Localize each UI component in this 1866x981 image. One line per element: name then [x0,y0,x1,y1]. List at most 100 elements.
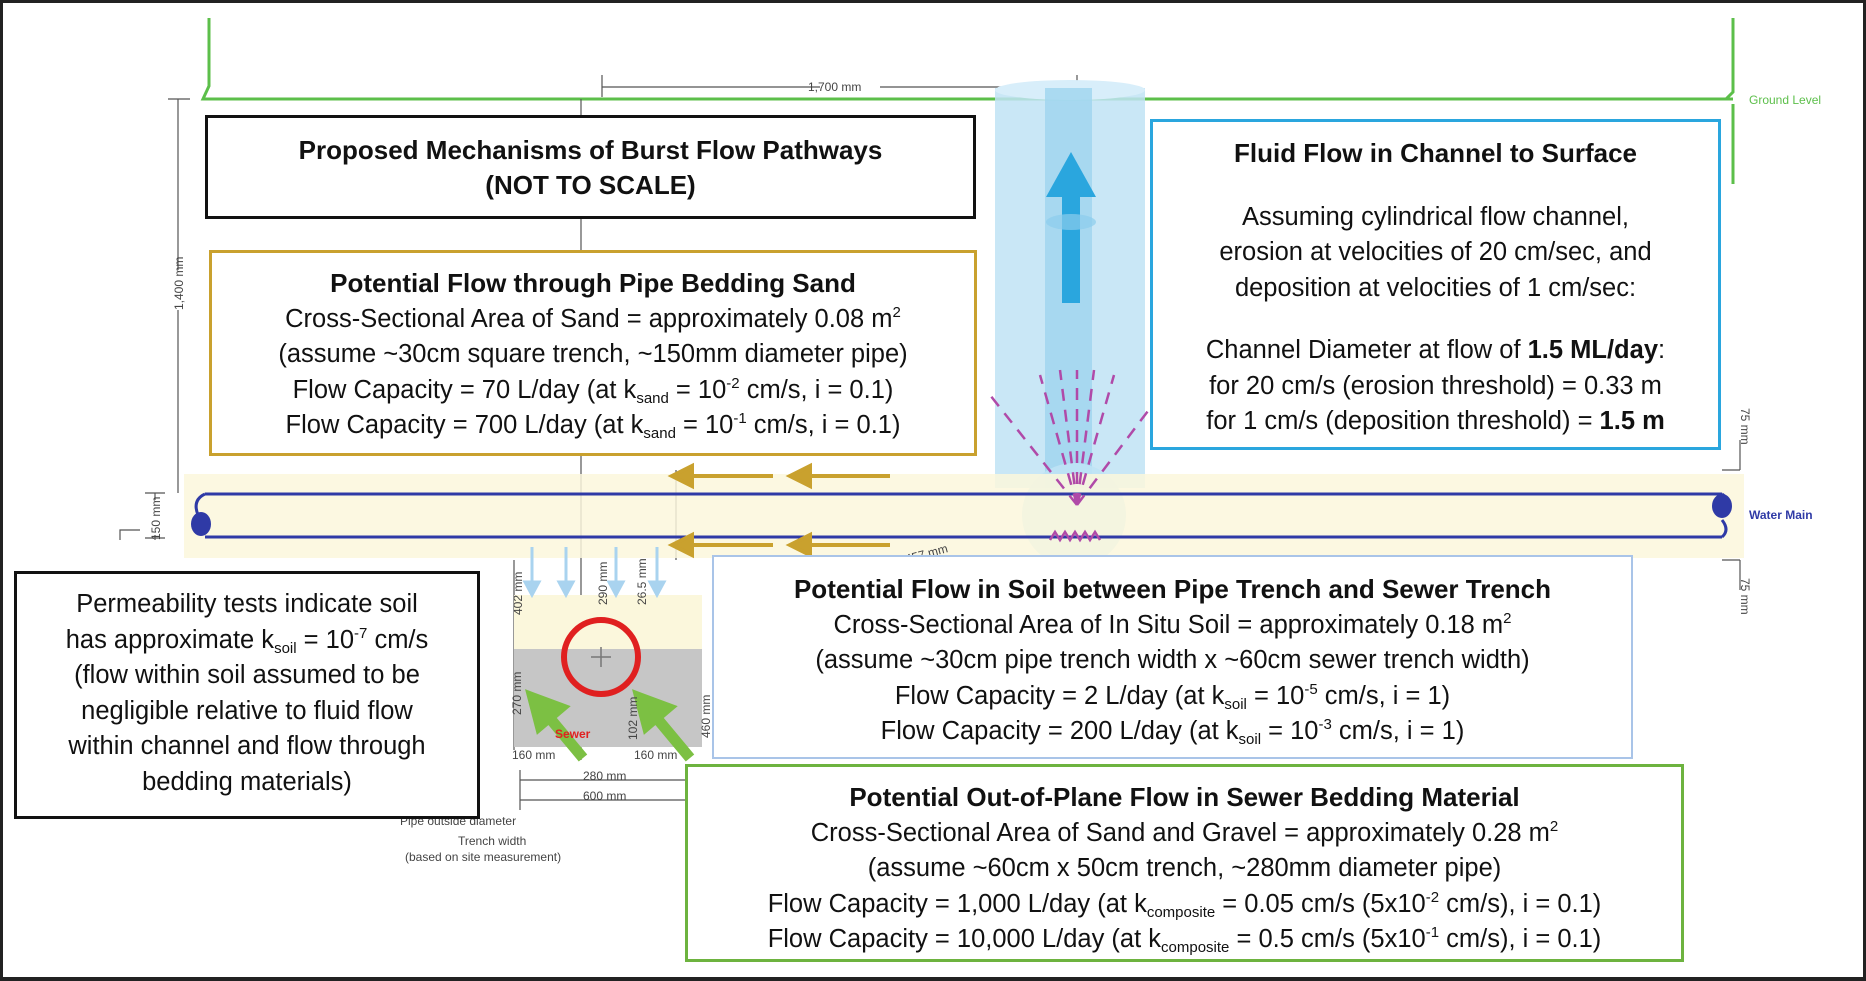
text-segment: 1.5 ML/day [1527,336,1659,364]
text-segment: has approximate k [65,625,275,654]
text-segment: Channel Diameter at flow of [1205,336,1528,364]
text-segment: cm/s), i = 0.1) [1439,925,1602,953]
fluid-assume-2: erosion at velocities of 20 cm/sec, and [1219,238,1652,266]
dim-160-right: 160 mm [634,748,678,762]
text-segment: = 10 [668,375,727,404]
sand-flow-2: Flow Capacity = 700 L/day (at ksand = 10… [212,408,974,444]
text-segment: Flow Capacity = 70 L/day (at k [292,375,637,404]
text-segment: = 10 [675,411,734,439]
dim-160-left: 160 mm [512,748,556,762]
sewer-flow-1: Flow Capacity = 1,000 L/day (at kcomposi… [688,887,1681,923]
burst-lines [989,369,1161,543]
perm-line-6: bedding materials) [142,767,352,796]
text-segment: soil [1238,731,1262,748]
dim-75-top: 75 mm [1738,408,1752,445]
trench-width-label: Trench width [458,834,527,848]
text-segment: -1 [733,410,747,427]
text-segment: -2 [726,374,740,392]
text-segment: = 0.5 cm/s (5x10 [1229,925,1426,953]
fluid-deposition: for 1 cm/s (deposition threshold) = 1.5 … [1153,404,1718,440]
text-segment: = 10 [296,625,355,654]
dim-460: 460 mm [699,694,713,738]
text-segment: 2 [1549,817,1559,835]
text-segment: 1.5 m [1599,407,1665,435]
title-line-2: (NOT TO SCALE) [485,170,696,200]
text-segment: soil [1224,695,1247,713]
fluid-erosion: for 20 cm/s (erosion threshold) = 0.33 m [1209,371,1662,400]
sewer-pipe [561,617,641,697]
sand-assume: (assume ~30cm square trench, ~150mm diam… [278,340,908,368]
water-main-label: Water Main [1749,508,1813,522]
text-segment: cm/s, i = 0.1) [739,375,894,404]
sewer-assume: (assume ~60cm x 50cm trench, ~280mm diam… [867,854,1502,882]
dim-1400: 1,400 mm [172,256,186,310]
fluid-diameter: Channel Diameter at flow of 1.5 ML/day: [1153,333,1718,369]
soil-assume: (assume ~30cm pipe trench width x ~60cm … [815,646,1530,674]
dim-270: 270 mm [510,671,524,715]
fluid-flow-channel-box: Fluid Flow in Channel to Surface Assumin… [1150,119,1721,450]
fluid-assume-3: deposition at velocities of 1 cm/sec: [1234,273,1637,302]
perm-line-3: (flow within soil assumed to be [74,661,420,689]
sewer-flow-2: Flow Capacity = 10,000 L/day (at kcompos… [688,922,1681,958]
dim-402: 402 mm [511,571,525,615]
ground-level-label: Ground Level [1749,93,1822,107]
text-segment: Flow Capacity = 700 L/day (at k [285,411,644,439]
text-segment: for 1 cm/s (deposition threshold) = [1206,407,1600,435]
text-segment: -2 [1425,888,1440,906]
soil-flow-box: Potential Flow in Soil between Pipe Tren… [712,555,1633,759]
text-segment: -7 [354,624,368,642]
text-segment: : [1658,336,1666,364]
sewer-bedding-box: Potential Out-of-Plane Flow in Sewer Bed… [685,764,1684,962]
sewer-area: Cross-Sectional Area of Sand and Gravel … [688,816,1681,852]
text-segment: -1 [1425,924,1440,941]
sewer-flow-arrows [525,689,695,762]
seepage-arrows [522,547,667,599]
soil-area: Cross-Sectional Area of In Situ Soil = a… [714,608,1631,644]
perm-line-4: negligible relative to fluid flow [81,696,413,725]
fluid-assume-1: Assuming cylindrical flow channel, [1242,202,1629,231]
text-segment: sand [643,425,676,442]
text-segment: Flow Capacity = 200 L/day (at k [880,717,1239,745]
text-segment: cm/s [367,625,429,654]
text-segment: -5 [1304,680,1318,698]
text-segment: = 10 [1261,717,1319,745]
text-segment: Flow Capacity = 2 L/day (at k [894,681,1225,710]
text-segment: = 10 [1246,681,1305,710]
soil-flow-2: Flow Capacity = 200 L/day (at ksoil = 10… [714,714,1631,750]
text-segment: composite [1146,903,1216,921]
site-measurement-label: (based on site measurement) [405,850,562,864]
text-segment: Cross-Sectional Area of In Situ Soil = a… [833,610,1504,639]
bedding-sand-band [184,474,1744,558]
text-segment: cm/s, i = 1) [1317,681,1451,710]
text-segment: 2 [1503,609,1512,627]
dim-290: 290 mm [596,561,610,605]
dim-1700: 1,700 mm [808,80,862,94]
text-segment: Cross-Sectional Area of Sand and Gravel … [810,818,1550,847]
dim-75-bottom: 75 mm [1738,578,1752,615]
soil-flow-1: Flow Capacity = 2 L/day (at ksoil = 10-5… [714,679,1631,715]
ground-level-line [200,18,1735,184]
sand-area: Cross-Sectional Area of Sand = approxima… [212,302,974,338]
text-segment: Flow Capacity = 10,000 L/day (at k [767,925,1162,953]
title-box: Proposed Mechanisms of Burst Flow Pathwa… [205,115,976,219]
text-segment: composite [1161,939,1230,956]
upward-flow-arrow [1046,152,1096,303]
pipe-bedding-sand-box: Potential Flow through Pipe Bedding Sand… [209,250,977,456]
text-segment: -3 [1318,716,1332,733]
text-segment: 2 [892,303,901,321]
dim-280: 280 mm [583,769,627,783]
sand-flow-arrows [667,462,890,559]
dim-102: 102 mm [626,696,640,740]
fluid-box-title: Fluid Flow in Channel to Surface [1233,138,1637,168]
text-segment: soil [274,639,297,657]
text-segment: cm/s), i = 0.1) [1439,889,1602,918]
dim-26-5: 26.5 mm [635,558,649,605]
perm-line-1: Permeability tests indicate soil [76,590,418,618]
text-segment: sand [636,389,669,407]
perm-line-2: has approximate ksoil = 10-7 cm/s [17,623,477,659]
text-segment: Cross-Sectional Area of Sand = approxima… [285,304,893,333]
perm-line-5: within channel and flow through [68,732,426,760]
text-segment: Flow Capacity = 1,000 L/day (at k [767,889,1147,918]
